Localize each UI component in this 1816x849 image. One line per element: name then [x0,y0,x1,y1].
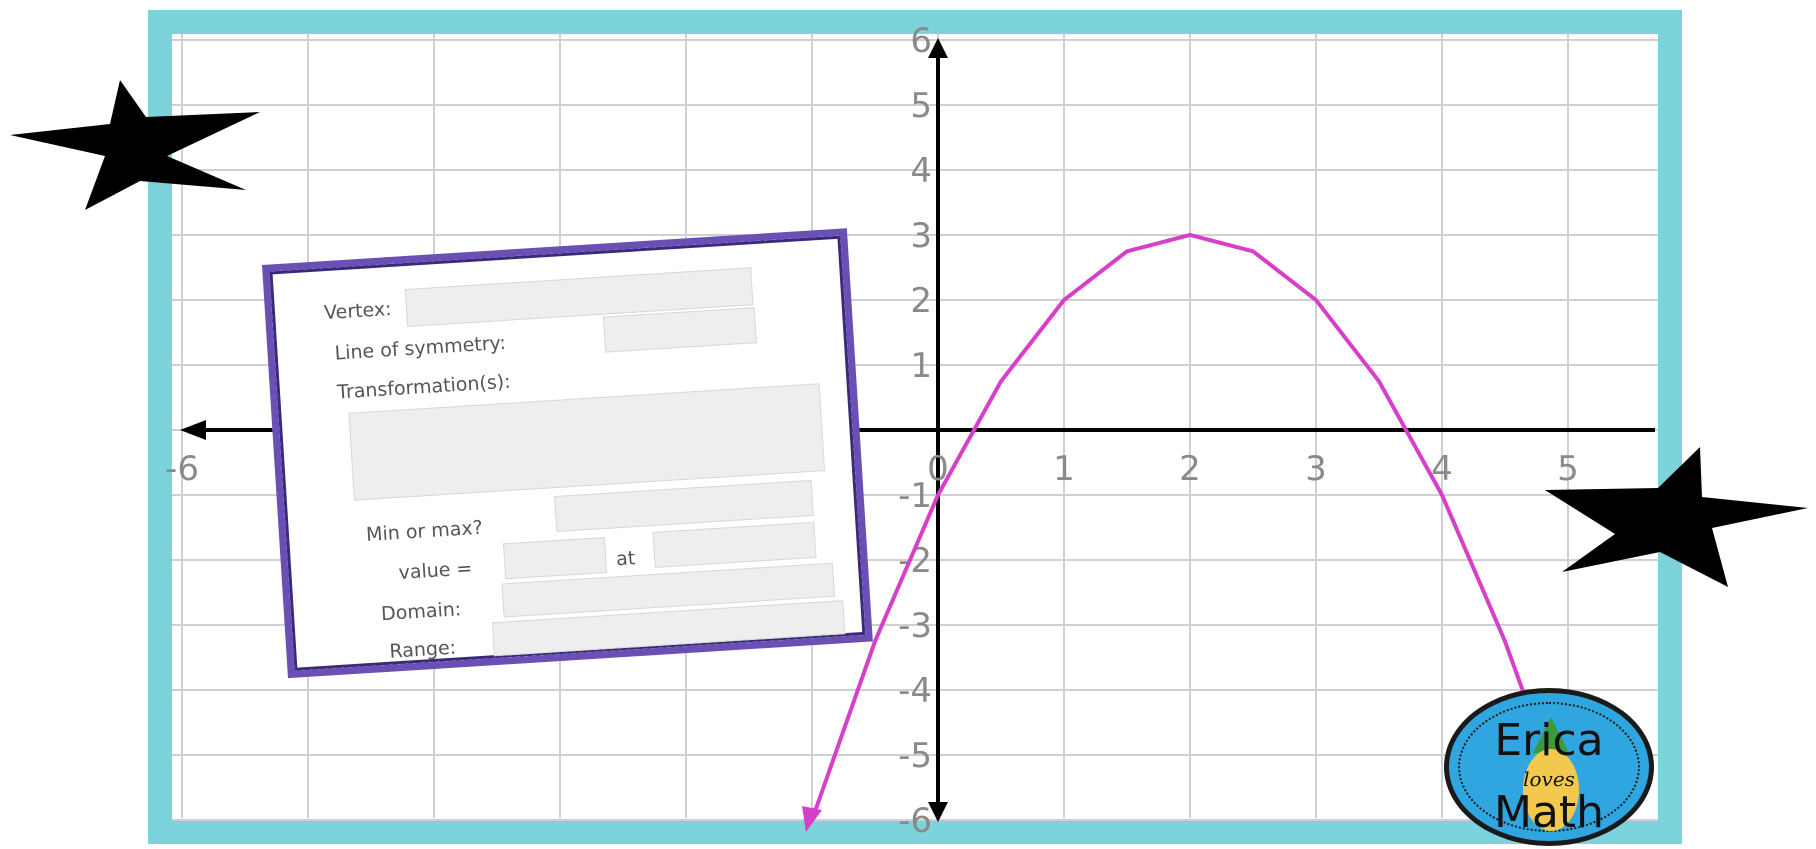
value-label: value = [397,557,474,585]
logo-dotted-ring [1458,702,1640,832]
x-tick-label: 2 [1179,449,1201,489]
line-of-symmetry-field[interactable] [602,307,757,353]
y-tick-label: 4 [910,151,932,191]
at-field[interactable] [652,521,817,568]
x-tick-label: 1 [1053,449,1075,489]
y-tick-label: 1 [910,346,932,386]
star-icon [10,80,260,210]
logo-erica: Erica [1494,715,1604,766]
y-tick-label: 5 [910,86,932,126]
erica-loves-math-logo: Erica loves Math [1444,688,1654,846]
value-field[interactable] [502,537,608,580]
y-axis-arrowhead-bottom [928,802,948,822]
y-tick-label: 2 [910,281,932,321]
line-of-symmetry-label: Line of symmetry: [334,331,507,365]
curve-arrowhead [802,806,822,832]
worksheet-card: Vertex: Line of symmetry: Transformation… [262,228,873,679]
x-tick-label: 5 [1557,449,1579,489]
x-tick-label: 4 [1431,449,1453,489]
x-tick-label: -6 [165,449,199,489]
y-axis-arrowhead-top [928,38,948,58]
logo-loves: loves [1523,767,1575,791]
pineapple-icon [1523,749,1579,831]
y-tick-label: 3 [910,216,932,256]
logo-math: Math [1493,787,1605,838]
x-axis-arrowhead [180,420,206,440]
vertex-label: Vertex: [323,297,393,325]
at-label: at [615,547,636,571]
pineapple-leaves-icon [1533,717,1569,753]
x-tick-label: 3 [1305,449,1327,489]
min-or-max-label: Min or max? [365,516,484,546]
y-tick-label: 6 [910,21,932,61]
x-tick-label: 0 [927,449,949,489]
y-tick-label: -1 [898,476,932,516]
y-tick-label: -3 [898,606,932,646]
y-tick-label: -4 [898,671,932,711]
parabola-curve [810,232,1558,821]
transformation-label: Transformation(s): [336,370,512,404]
domain-label: Domain: [380,598,462,626]
star-icon [1545,447,1808,587]
y-tick-label: -6 [898,801,932,841]
y-tick-label: -5 [898,736,932,776]
